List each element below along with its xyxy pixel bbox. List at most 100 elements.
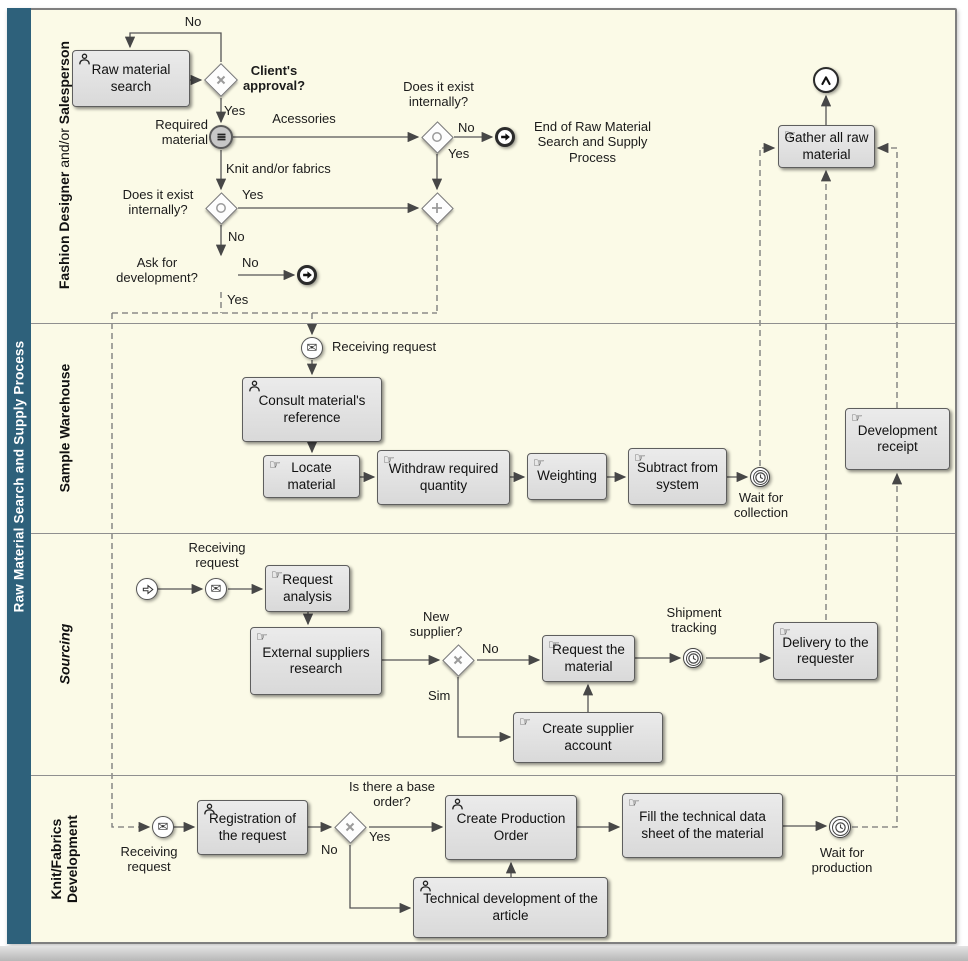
gateway-clients-approval-gateway[interactable] — [204, 63, 238, 97]
task-label: Create Production Order — [456, 811, 566, 843]
lane-divider — [31, 533, 955, 534]
gateway-base-order-gateway[interactable] — [333, 810, 367, 844]
event-shipment-tracking-timer[interactable] — [683, 648, 703, 668]
flow-label: Acessories — [272, 111, 336, 126]
flow-label: Receiving request — [332, 339, 437, 354]
bottom-window-edge — [0, 946, 968, 961]
pool-header: Raw Material Search and Supply Process — [7, 8, 31, 944]
manual-hand-icon: ☞ — [519, 715, 531, 730]
task-subtract-from-system[interactable]: ☞Subtract from system — [628, 448, 727, 505]
manual-hand-icon: ☞ — [269, 458, 281, 473]
task-label: Subtract from system — [636, 460, 719, 492]
flow-label: Yes — [224, 103, 246, 118]
flow-label: No — [482, 641, 499, 656]
task-request-analysis[interactable]: ☞Request analysis — [265, 565, 350, 612]
task-request-the-material[interactable]: ☞Request the material — [542, 635, 635, 682]
flow-label: No — [184, 14, 202, 29]
timer-clock-icon — [834, 821, 846, 833]
task-label: Locate material — [287, 460, 336, 492]
task-external-suppliers-research[interactable]: ☞External suppliers research — [250, 627, 382, 695]
event-escalation-end-event[interactable] — [813, 67, 839, 93]
lane-divider — [31, 323, 955, 324]
task-label: Delivery to the requester — [782, 634, 869, 666]
task-withdraw-required-quantity[interactable]: ☞Withdraw required quantity — [377, 450, 510, 505]
task-consult-materials-reference[interactable]: Consult material's reference — [242, 377, 382, 442]
message-envelope-icon: ✉ — [210, 581, 222, 597]
event-wait-for-production-timer[interactable] — [829, 816, 851, 838]
flow-label: Sim — [428, 688, 451, 703]
task-technical-development-article[interactable]: Technical development of the article — [413, 877, 608, 938]
gateway-parallel-join-gateway[interactable] — [420, 191, 454, 225]
manual-hand-icon: ☞ — [628, 796, 640, 811]
gateway-exists-internally-left-gateway[interactable] — [204, 191, 238, 225]
person-icon — [420, 880, 431, 892]
manual-hand-icon: ☞ — [634, 451, 646, 466]
person-icon — [79, 53, 90, 65]
event-required-material-event[interactable] — [209, 125, 233, 149]
gateway-new-supplier-gateway[interactable] — [441, 643, 475, 677]
task-locate-material[interactable]: ☞ Locate material — [263, 455, 360, 498]
flow-label: Knit and/or fabrics — [226, 161, 331, 176]
gateway-exists-internally-top-gateway[interactable] — [420, 120, 454, 154]
task-weighting[interactable]: ☞Weighting — [527, 453, 607, 500]
flow-label: No — [228, 229, 245, 244]
flow-label: Yes — [242, 187, 264, 202]
manual-hand-icon: ☞ — [779, 625, 791, 640]
event-receive-request-knit[interactable]: ✉ — [152, 816, 174, 838]
manual-hand-icon: ☞ — [271, 568, 283, 583]
event-wait-for-collection-timer[interactable] — [750, 467, 770, 487]
task-label: Withdraw required quantity — [388, 461, 499, 493]
task-label: Request the material — [552, 642, 625, 674]
end-arrow-icon — [501, 133, 510, 141]
task-fill-technical-data-sheet[interactable]: ☞Fill the technical data sheet of the ma… — [622, 793, 783, 858]
x-marker-icon — [216, 75, 226, 85]
x-marker-icon — [345, 822, 355, 832]
flow-label: Yes — [448, 146, 470, 161]
task-gather-all-raw-material[interactable]: ☞Gather all raw material — [778, 125, 875, 168]
task-label: External suppliers research — [262, 644, 370, 676]
manual-hand-icon: ☞ — [256, 630, 268, 645]
task-delivery-to-requester[interactable]: ☞Delivery to the requester — [773, 622, 878, 680]
event-end-development-event[interactable] — [297, 265, 317, 285]
event-end-accessories-event[interactable] — [495, 127, 515, 147]
event-sourcing-link-event[interactable] — [136, 578, 158, 600]
manual-hand-icon: ☞ — [548, 638, 560, 653]
person-icon — [204, 803, 215, 815]
person-icon — [452, 798, 463, 810]
task-raw-material-search[interactable]: Raw material search — [72, 50, 190, 107]
flow-label: No — [321, 842, 338, 857]
task-development-receipt[interactable]: ☞Development receipt — [845, 408, 950, 470]
escalation-chevron-icon — [821, 75, 831, 85]
manual-hand-icon: ☞ — [383, 453, 395, 468]
task-label: Technical development of the article — [423, 891, 598, 923]
pool-title: Raw Material Search and Supply Process — [11, 340, 27, 612]
flow-label: Yes — [369, 829, 391, 844]
task-create-supplier-account[interactable]: ☞ Create supplier account — [513, 712, 663, 763]
task-label: Create supplier account — [542, 721, 634, 753]
lane-label-sample-warehouse: Sample Warehouse — [55, 363, 72, 493]
event-receive-request-sourcing[interactable]: ✉ — [205, 578, 227, 600]
task-create-production-order[interactable]: Create Production Order — [445, 795, 577, 860]
x-marker-icon — [453, 655, 463, 665]
event-receive-request-warehouse[interactable]: ✉ — [301, 337, 323, 359]
message-envelope-icon: ✉ — [157, 819, 169, 835]
link-arrow-icon — [142, 584, 154, 594]
timer-clock-icon — [754, 471, 766, 483]
task-registration-of-request[interactable]: Registration of the request — [197, 800, 308, 855]
task-label: Consult material's reference — [258, 393, 366, 425]
task-label: Weighting — [537, 468, 597, 484]
message-envelope-icon: ✉ — [306, 340, 318, 356]
